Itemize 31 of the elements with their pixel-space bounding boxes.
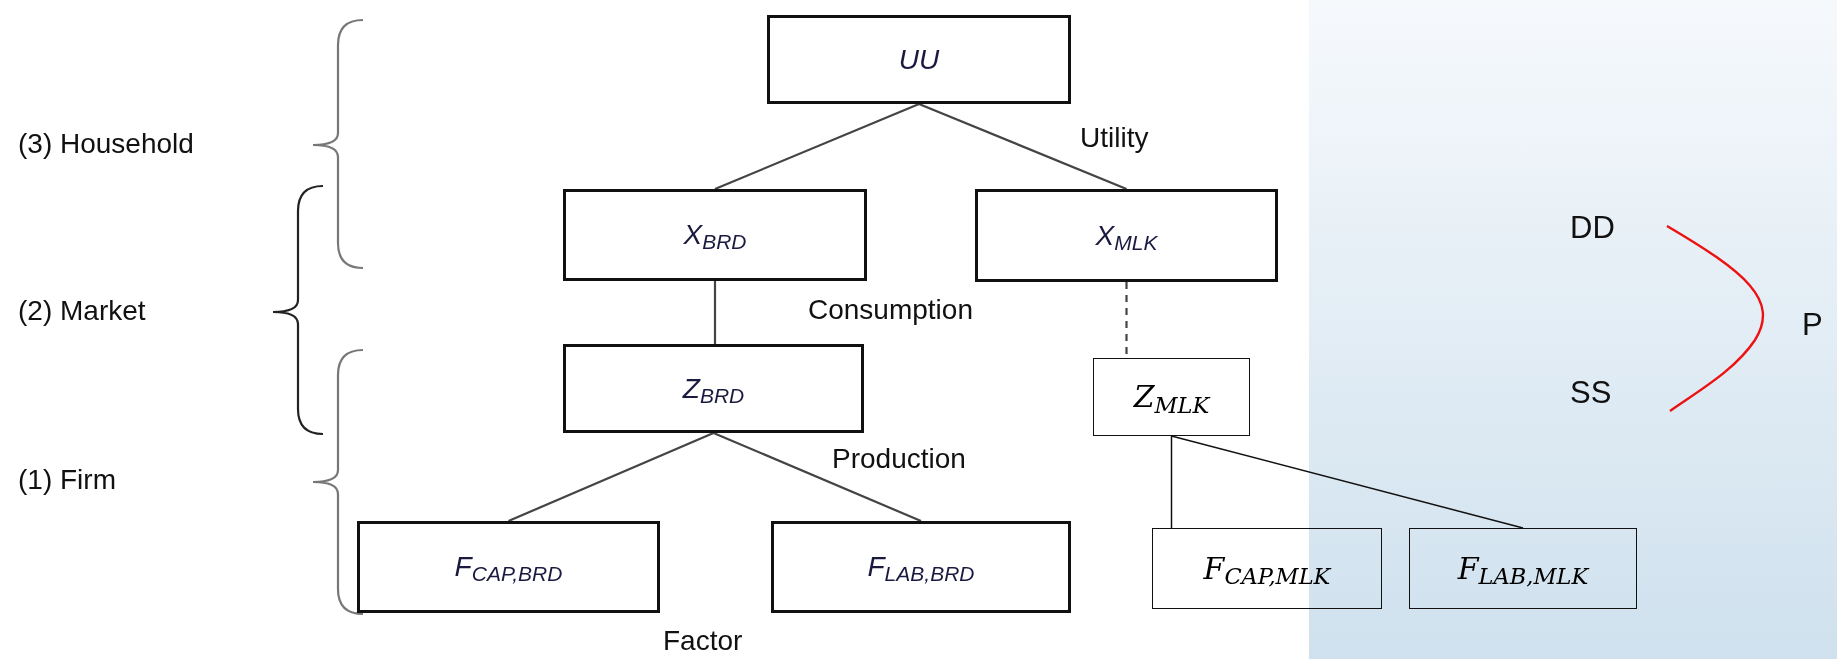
variable-label: Z$_{MLK}$ [1133, 382, 1210, 412]
level-label: P [1802, 308, 1823, 340]
variable-box [1152, 528, 1382, 609]
connector-line [1170, 435, 1524, 529]
level-label: DD [1570, 211, 1615, 243]
variable-label: X$_{MLK}$ [1095, 221, 1158, 250]
connector-line [1170, 435, 1173, 529]
variable-box [563, 189, 867, 281]
variable-label: Z$_{BRD}$ [682, 374, 745, 403]
connector-line [713, 432, 922, 522]
connector-line [713, 281, 717, 344]
variable-box [1409, 528, 1637, 609]
level-label: SS [1570, 376, 1612, 408]
variable-label: UU [898, 45, 940, 74]
variable-box [563, 344, 864, 433]
level-label: Consumption [808, 295, 973, 324]
level-label: Production [832, 444, 966, 473]
level-label: Utility [1080, 123, 1149, 152]
variable-box [1093, 358, 1250, 436]
connector-line [508, 432, 714, 522]
level-label: (3) Household [18, 129, 194, 158]
level-label: Factor [663, 626, 743, 655]
connector-line [918, 103, 1127, 190]
variable-box [771, 521, 1071, 613]
level-label: (1) Firm [18, 465, 116, 494]
variable-box [767, 15, 1071, 104]
variable-label: X$_{BRD}$ [683, 221, 747, 249]
connector-line [714, 103, 920, 190]
variable-box [975, 189, 1278, 282]
level-label: (2) Market [18, 296, 146, 325]
variable-box [357, 521, 660, 613]
